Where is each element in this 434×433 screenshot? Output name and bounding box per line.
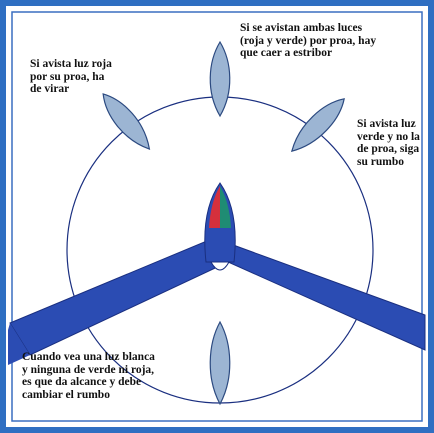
green-light-ahead-text: Si avista luz verde y no la de proa, sig… [357, 118, 420, 168]
boat-top-right [290, 98, 345, 153]
red-light-ahead-text: Si avista luz roja por su proa, ha de vi… [30, 58, 112, 95]
center-boat [204, 182, 236, 271]
white-stern-light [210, 261, 230, 271]
red-port-light [209, 186, 220, 228]
boat-top-left [102, 93, 151, 151]
boat-bottom [209, 320, 231, 406]
both-lights-ahead-text: Si se avistan ambas luces (roja y verde)… [240, 22, 377, 59]
green-starboard-light [220, 186, 231, 228]
white-light-only-text: Cuando vea una luz blanca y ninguna de v… [22, 351, 155, 401]
boat-top [209, 40, 231, 118]
left-sector-band-edge [8, 323, 30, 365]
inner-border [11, 11, 423, 422]
